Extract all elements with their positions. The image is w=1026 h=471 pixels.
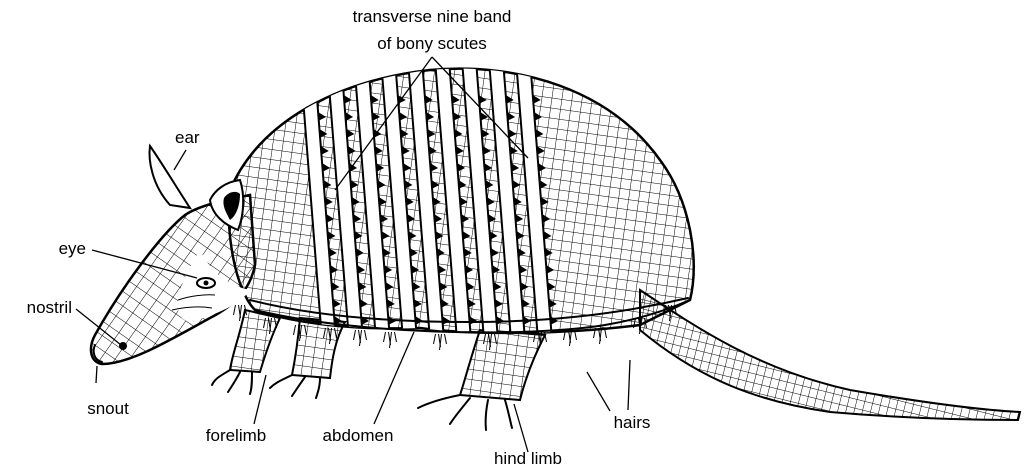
hair — [294, 325, 296, 335]
label-hairs: hairs — [614, 413, 651, 432]
label-bands-line2: of bony scutes — [377, 34, 487, 53]
label-nostril: nostril — [27, 298, 72, 317]
label-bands: transverse nine band — [353, 7, 512, 26]
hind-limb — [418, 330, 545, 430]
label-snout: snout — [87, 399, 129, 418]
label-eye: eye — [59, 239, 86, 258]
hair — [434, 334, 436, 344]
hair — [395, 332, 397, 342]
label-forelimb: forelimb — [206, 426, 266, 445]
nostril-shape — [119, 342, 127, 350]
hair — [445, 334, 447, 344]
tail — [640, 290, 1020, 420]
carapace — [229, 60, 694, 340]
head — [91, 146, 255, 364]
hair — [354, 330, 356, 340]
hair — [234, 305, 236, 315]
hair — [365, 330, 367, 340]
label-abdomen: abdomen — [323, 426, 394, 445]
hair — [384, 332, 386, 342]
ear-shape — [150, 146, 190, 208]
label-hind-limb: hind limb — [494, 449, 562, 468]
label-ear: ear — [175, 128, 200, 147]
